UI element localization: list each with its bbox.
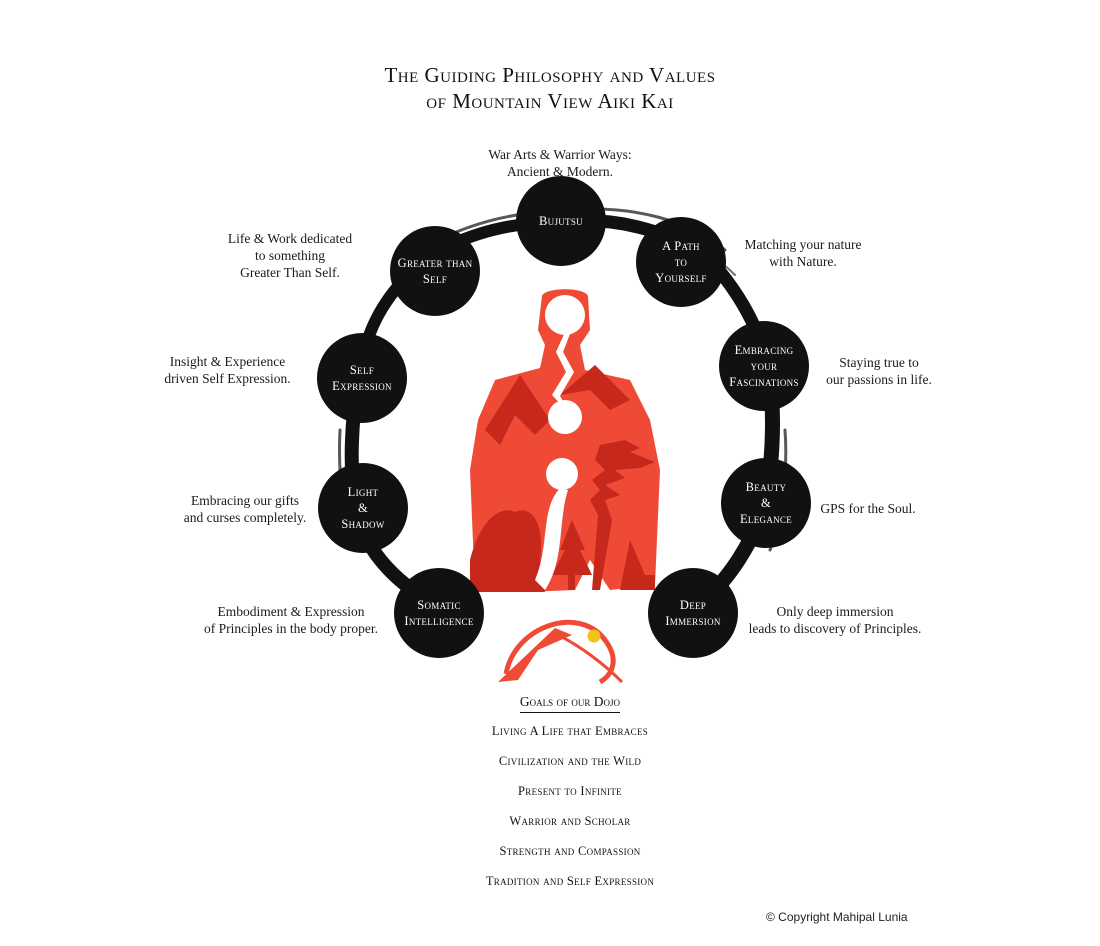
goal-item: Warrior and Scholar — [509, 814, 631, 828]
value-desc-light-shadow: Embracing our gifts and curses completel… — [183, 493, 307, 525]
title-line-1: The Guiding Philosophy and Values — [384, 63, 716, 87]
value-desc-greater-than-self: Life & Work dedicated to something Great… — [227, 231, 353, 280]
value-node-somatic-intelligence: Somatic Intelligence — [396, 570, 482, 656]
goals-title: Goals of our Dojo — [460, 694, 680, 713]
value-desc-self-expression: Insight & Experience driven Self Express… — [164, 354, 291, 386]
goal-item: Living A Life that Embraces — [491, 724, 649, 738]
value-node-greater-than-self: Greater than Self — [392, 228, 478, 314]
value-node-deep-immersion: Deep Immersion — [650, 570, 736, 656]
goal-item: Strength and Compassion — [499, 844, 641, 858]
value-desc-path-to-yourself: Matching your nature with Nature. — [744, 237, 862, 269]
value-desc-embracing-fascinations: Staying true to our passions in life. — [826, 355, 932, 387]
goal-item: Tradition and Self Expression — [485, 874, 655, 888]
value-node-embracing-fascinations: Embracing your Fascinations — [721, 323, 807, 409]
title-line-2: of Mountain View Aiki Kai — [426, 89, 674, 113]
value-node-path-to-yourself: A Path to Yourself — [638, 219, 724, 305]
value-node-bujutsu: Bujutsu — [518, 178, 604, 264]
value-node-self-expression: Self Expression — [319, 335, 405, 421]
value-desc-deep-immersion: Only deep immersion leads to discovery o… — [748, 604, 922, 636]
value-node-beauty-elegance: Beauty & Elegance — [723, 460, 809, 546]
goal-item: Civilization and the Wild — [498, 754, 642, 768]
goal-item: Present to Infinite — [518, 784, 622, 798]
value-desc-somatic-intelligence: Embodiment & Expression of Principles in… — [204, 604, 378, 636]
value-desc-bujutsu: War Arts & Warrior Ways: Ancient & Moder… — [488, 147, 632, 179]
copyright-notice: © Copyright Mahipal Lunia — [766, 910, 908, 924]
value-desc-beauty-elegance: GPS for the Soul. — [820, 501, 916, 516]
value-node-light-shadow: Light & Shadow — [320, 465, 406, 551]
